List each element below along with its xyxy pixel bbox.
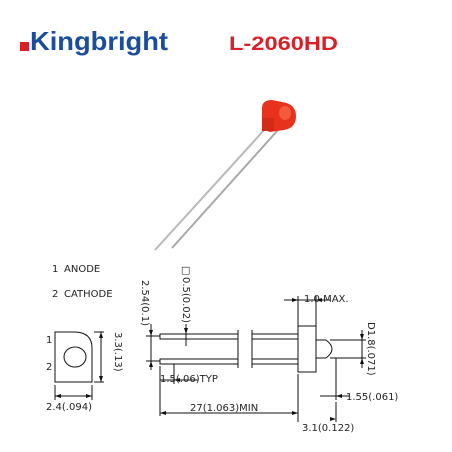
lead-2-left bbox=[159, 358, 239, 365]
front-pin-1-label: 1 bbox=[46, 335, 52, 346]
lead-offset-label: 1.5(.06)TYP bbox=[160, 374, 218, 385]
front-view-drawing bbox=[54, 331, 104, 400]
arrow-icon bbox=[336, 394, 342, 398]
front-view-outline bbox=[54, 331, 93, 383]
led-lead-long bbox=[154, 127, 267, 251]
arrow-icon bbox=[316, 298, 322, 302]
led-base bbox=[262, 118, 274, 131]
lens-length-label: 1.55(.061) bbox=[346, 392, 398, 403]
pin-1-number: 1 bbox=[52, 264, 58, 275]
arrow-icon bbox=[149, 330, 153, 336]
brand-name: Kingbright bbox=[30, 26, 168, 56]
lead-2-right bbox=[251, 358, 299, 365]
arrow-icon bbox=[292, 411, 298, 415]
arrow-icon bbox=[184, 328, 188, 334]
lead-length-label: 27(1.063)MIN bbox=[190, 403, 258, 414]
front-width-dim: 2.4(.094) bbox=[46, 402, 92, 413]
front-pin-2-label: 2 bbox=[46, 362, 52, 373]
led-side-lens bbox=[315, 339, 333, 359]
square-symbol-icon: □ bbox=[180, 266, 191, 275]
logo-mark-icon bbox=[20, 42, 29, 51]
pin-legend: 1 ANODE 2 CATHODE bbox=[52, 264, 113, 300]
square-dim-label: 0.5(0.02) bbox=[180, 277, 191, 323]
front-height-dim: 3.3(.13) bbox=[112, 332, 123, 372]
body-max-label: 1.0 MAX. bbox=[304, 294, 349, 305]
led-lens-highlight bbox=[279, 106, 291, 120]
pin-2-number: 2 bbox=[52, 289, 58, 300]
kingbright-logo: Kingbright bbox=[20, 26, 168, 56]
arrow-icon bbox=[292, 298, 298, 302]
arrow-icon bbox=[360, 358, 364, 364]
arrow-icon bbox=[86, 394, 92, 398]
arrow-icon bbox=[360, 334, 364, 340]
front-view-lens bbox=[63, 346, 87, 368]
led-product-photo bbox=[154, 100, 296, 251]
led-side-body bbox=[297, 325, 317, 373]
side-view-drawing bbox=[146, 296, 366, 422]
lead-1-right bbox=[251, 333, 299, 340]
part-number: L-2060HD bbox=[229, 34, 338, 55]
arrow-icon bbox=[149, 361, 153, 367]
pitch-dim-label: 2.54(0.1) bbox=[139, 280, 150, 326]
arrow-icon bbox=[99, 376, 103, 382]
pin-2-name: CATHODE bbox=[64, 289, 113, 300]
pin-1-name: ANODE bbox=[64, 264, 100, 275]
arrow-icon bbox=[55, 394, 61, 398]
lead-1-left bbox=[159, 333, 239, 340]
arrow-icon bbox=[174, 378, 180, 382]
total-length-label: 3.1(0.122) bbox=[302, 423, 354, 434]
arrow-icon bbox=[330, 417, 336, 421]
arrow-icon bbox=[160, 411, 166, 415]
led-lead-short bbox=[171, 129, 279, 249]
arrow-icon bbox=[99, 332, 103, 338]
lens-dia-label: D1.8(.071) bbox=[365, 322, 376, 376]
